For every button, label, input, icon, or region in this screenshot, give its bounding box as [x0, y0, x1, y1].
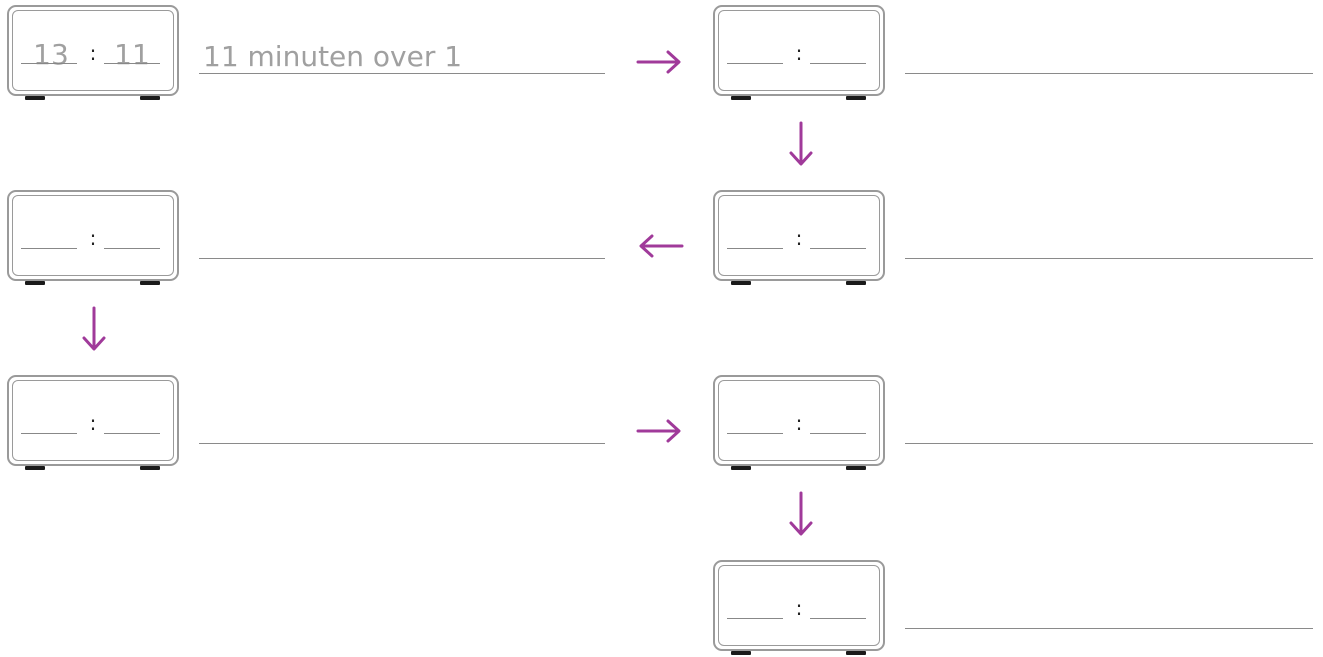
clock-frame [7, 375, 179, 466]
example-answer-text: 11 minuten over 1 [203, 40, 463, 73]
arrow-right-icon [636, 419, 681, 443]
answer-line-2[interactable] [905, 258, 1313, 259]
clock-foot [846, 96, 866, 100]
clock-frame [7, 190, 179, 281]
clock-colon: : [795, 596, 803, 620]
answer-line-3[interactable] [199, 258, 605, 259]
clock-foot [25, 281, 45, 285]
clock-frame [713, 560, 885, 651]
arrow-left-icon [639, 234, 684, 258]
clock-colon: : [89, 411, 97, 435]
clock-4: : [7, 375, 179, 470]
arrow-right-icon [636, 50, 681, 74]
clock-minutes-value: 11 [114, 38, 150, 71]
clock-minutes-line[interactable] [810, 618, 866, 619]
clock-frame [713, 5, 885, 96]
clock-foot [731, 651, 751, 655]
clock-foot [140, 96, 160, 100]
clock-colon: : [795, 226, 803, 250]
clock-foot [731, 466, 751, 470]
clock-minutes-line[interactable] [810, 433, 866, 434]
example-answer-line [199, 73, 605, 74]
answer-line-5[interactable] [905, 443, 1313, 444]
answer-line-1[interactable] [905, 73, 1313, 74]
clock-minutes-line[interactable] [810, 248, 866, 249]
clock-foot [140, 466, 160, 470]
clock-frame [713, 190, 885, 281]
clock-colon: : [795, 411, 803, 435]
answer-line-4[interactable] [199, 443, 605, 444]
example-clock: 13 : 11 [7, 5, 179, 100]
clock-1: : [713, 5, 885, 100]
clock-colon: : [89, 226, 97, 250]
clock-colon: : [89, 41, 97, 65]
arrow-down-icon [82, 306, 106, 351]
clock-5: : [713, 375, 885, 470]
clock-minutes-line[interactable] [810, 63, 866, 64]
clock-hours-line[interactable] [727, 618, 783, 619]
clock-foot [846, 651, 866, 655]
clock-frame [713, 375, 885, 466]
clock-hours-line[interactable] [21, 433, 77, 434]
clock-minutes-line[interactable] [104, 433, 160, 434]
clock-6: : [713, 560, 885, 655]
arrow-down-icon [789, 121, 813, 166]
answer-line-6[interactable] [905, 628, 1313, 629]
arrow-down-icon [789, 491, 813, 536]
clock-foot [140, 281, 160, 285]
clock-frame [7, 5, 179, 96]
clock-hours-line[interactable] [727, 433, 783, 434]
clock-minutes-line [104, 63, 160, 64]
clock-foot [731, 281, 751, 285]
clock-minutes-line[interactable] [104, 248, 160, 249]
clock-hours-line[interactable] [21, 248, 77, 249]
clock-colon: : [795, 41, 803, 65]
clock-hours-value: 13 [33, 38, 69, 71]
clock-hours-line[interactable] [727, 63, 783, 64]
clock-2: : [713, 190, 885, 285]
clock-hours-line [21, 63, 77, 64]
clock-foot [25, 466, 45, 470]
clock-foot [731, 96, 751, 100]
clock-foot [25, 96, 45, 100]
clock-hours-line[interactable] [727, 248, 783, 249]
clock-foot [846, 281, 866, 285]
clock-3: : [7, 190, 179, 285]
clock-foot [846, 466, 866, 470]
